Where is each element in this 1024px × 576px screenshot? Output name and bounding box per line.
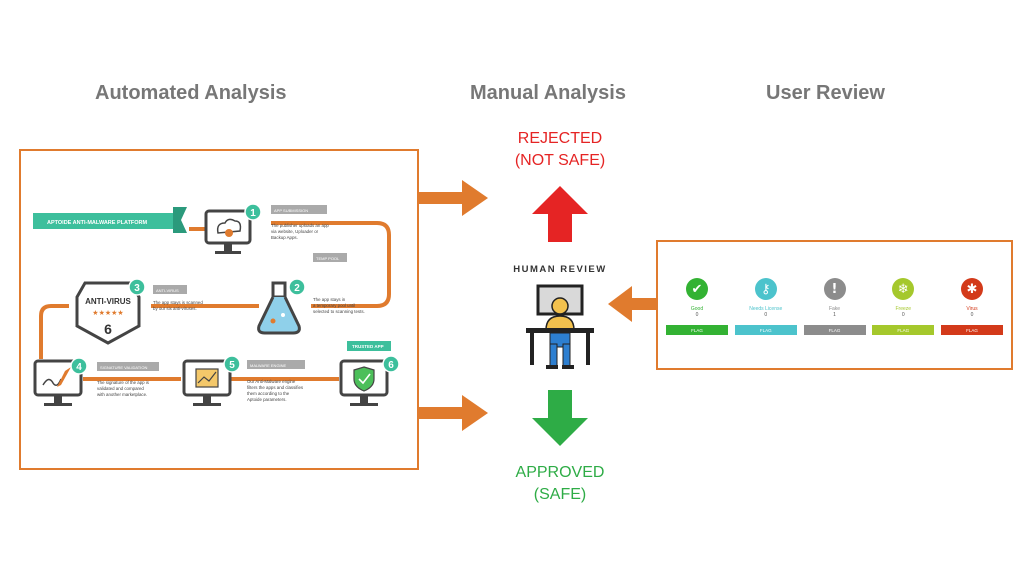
arrow-right-bottom-icon [418, 395, 488, 431]
rejected-label: REJECTED (NOT SAFE) [490, 128, 630, 172]
review-item-label: Fake [828, 306, 841, 312]
step-4-signature-monitor-icon [33, 359, 83, 406]
anti-malware-flow-diagram: APTOIDE ANTI-MALWARE PLATFORM 1 APP SUBM… [33, 203, 400, 406]
automated-analysis-panel: APTOIDE ANTI-MALWARE PLATFORM 1 APP SUBM… [19, 149, 419, 470]
step-6-number: 6 [388, 360, 394, 371]
bug-icon: ✱ [961, 278, 983, 300]
step-4-number: 4 [76, 362, 82, 373]
step-2-number: 2 [294, 283, 300, 294]
key-icon: ⚷ [754, 278, 777, 300]
review-item-label: Freeze [895, 306, 912, 312]
approved-text: APPROVED (SAFE) [515, 464, 605, 503]
review-item-count: 0 [764, 312, 768, 318]
step-4-tag: SIGNATURE VALIDATION [100, 365, 147, 370]
rejected-text: REJECTED (NOT SAFE) [514, 130, 606, 169]
flag-button[interactable]: FLAG [872, 325, 935, 335]
step-3-number: 3 [134, 283, 140, 294]
step-2-tag: TEMP POOL [316, 256, 340, 261]
step-3-desc: The app stays is scanned by our six anti… [153, 300, 204, 311]
svg-text:6: 6 [104, 321, 112, 337]
review-item-count: 1 [833, 312, 836, 318]
review-item-count: 0 [695, 312, 699, 318]
step-3-tag: ANTI-VIRUS [156, 288, 179, 293]
red-up-arrow-icon [532, 186, 588, 242]
review-item-label: Virus [966, 306, 978, 312]
step-5-number: 5 [229, 360, 235, 371]
step-6-shield-monitor-icon [339, 359, 389, 406]
automated-analysis-title: Automated Analysis [95, 82, 287, 104]
green-down-arrow-icon [532, 390, 588, 446]
step-5-engine-monitor-icon [182, 359, 232, 406]
step-6-tag: TRUSTED APP [352, 344, 384, 349]
check-icon: ✔ [686, 278, 708, 300]
flag-button[interactable]: FLAG [734, 325, 797, 335]
flow-connector [39, 221, 391, 381]
user-review-title: User Review [766, 82, 885, 104]
step-3-antivirus-shield-icon: ANTI-VIRUS ★★★★★ 6 [75, 281, 141, 345]
approved-label: APPROVED (SAFE) [490, 462, 630, 506]
review-item-label: Needs License [749, 306, 783, 312]
step-4-desc: The signature of the app is validated an… [97, 380, 150, 397]
step-5-tag: MALWARE ENGINE [250, 363, 287, 368]
review-item-label: Good [690, 306, 704, 312]
flag-button[interactable]: FLAG [666, 325, 728, 335]
flag-button[interactable]: FLAG [941, 325, 1003, 335]
step-2-desc: The app stays in a temporary pool until … [313, 297, 365, 314]
step-1-desc: The publisher uploads an app via website… [271, 223, 330, 240]
exclamation-icon: ! [823, 278, 846, 300]
step-5-desc: Our Anti-Malware engine filters the apps… [247, 379, 304, 402]
manual-analysis-title: Manual Analysis [470, 82, 626, 104]
human-reviewer-icon [526, 284, 594, 369]
step-1-tag: APP SUBMISSION [274, 208, 308, 213]
human-review-label: HUMAN REVIEW [513, 264, 607, 275]
platform-banner-text: APTOIDE ANTI-MALWARE PLATFORM [47, 220, 148, 226]
arrow-left-icon [608, 286, 658, 322]
review-item-count: 0 [901, 312, 905, 318]
snowflake-icon: ❄ [892, 278, 915, 300]
arrow-right-top-icon [418, 180, 488, 216]
step-1-monitor-icon [204, 209, 252, 254]
flag-button[interactable]: FLAG [803, 325, 866, 335]
svg-text:ANTI-VIRUS: ANTI-VIRUS [85, 297, 131, 306]
platform-banner: APTOIDE ANTI-MALWARE PLATFORM [33, 207, 187, 233]
review-item-count: 0 [970, 312, 974, 318]
step-2-flask-icon [257, 281, 301, 335]
svg-text:★★★★★: ★★★★★ [92, 309, 123, 317]
step-1-number: 1 [250, 208, 256, 219]
